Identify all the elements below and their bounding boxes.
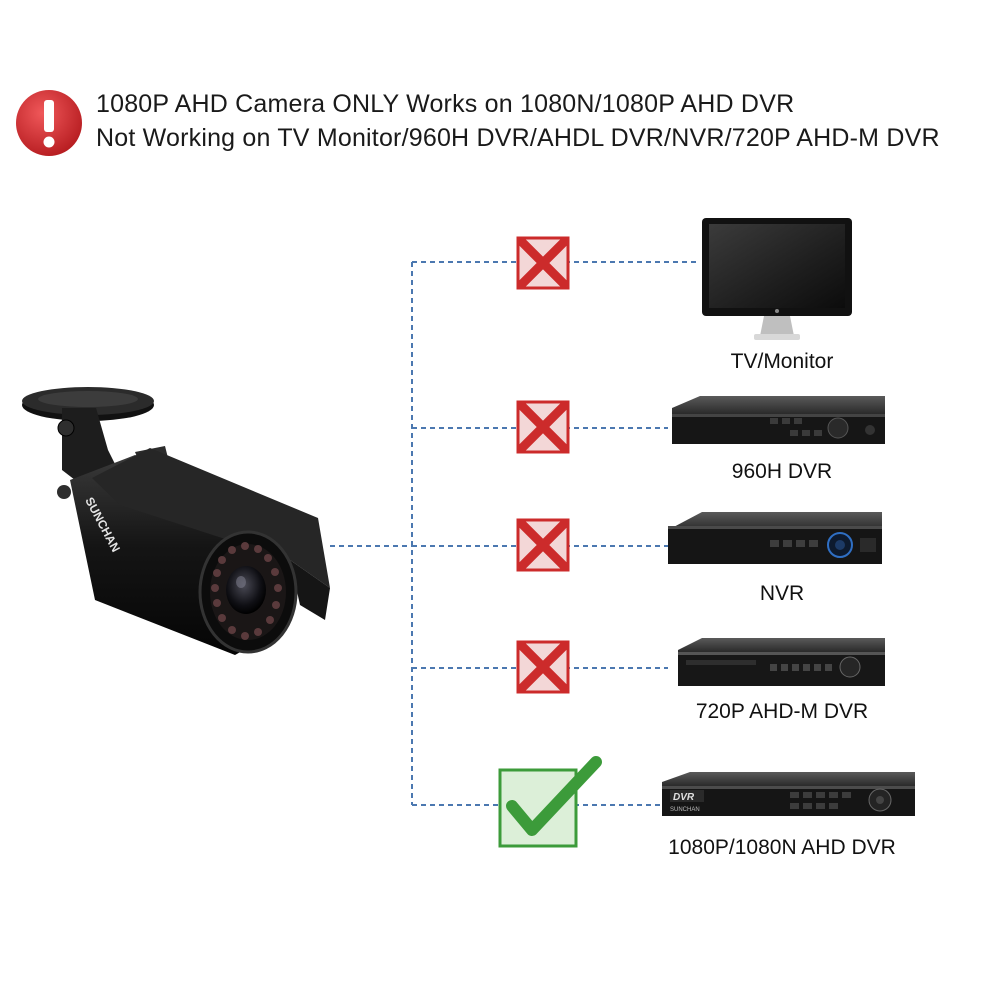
- dvr-brand-label: SUNCHAN: [670, 807, 700, 813]
- 720p-ahd-m-dvr-device: [678, 638, 885, 686]
- cross-icon: [516, 640, 570, 694]
- device-label-nvr: NVR: [759, 582, 805, 605]
- 960h-dvr-device: [672, 396, 885, 444]
- device-label-1080p-ahd-dvr: 1080P/1080N AHD DVR: [668, 836, 896, 859]
- ir-led-ring: [211, 542, 282, 640]
- nvr-device: [668, 512, 882, 564]
- warning-icon: [16, 90, 82, 156]
- device-label-720p-ahd-m-dvr: 720P AHD-M DVR: [695, 700, 869, 723]
- tv-monitor-device: [702, 218, 852, 340]
- check-icon: [498, 756, 602, 848]
- device-label-960h-dvr: 960H DVR: [731, 460, 833, 483]
- cross-icon: [516, 400, 570, 454]
- 1080p-ahd-dvr-device: DVR SUNCHAN: [662, 772, 915, 816]
- notice-line-2: Not Working on TV Monitor/960H DVR/AHDL …: [96, 124, 940, 152]
- notice-line-1: 1080P AHD Camera ONLY Works on 1080N/108…: [96, 90, 795, 118]
- bullet-camera: SUNCHAN: [22, 387, 330, 655]
- connector-lines: [330, 261, 698, 806]
- cross-icon: [516, 236, 570, 290]
- dvr-badge-label: DVR: [673, 792, 695, 803]
- cross-icon: [516, 518, 570, 572]
- device-label-tv-monitor: TV/Monitor: [730, 350, 834, 373]
